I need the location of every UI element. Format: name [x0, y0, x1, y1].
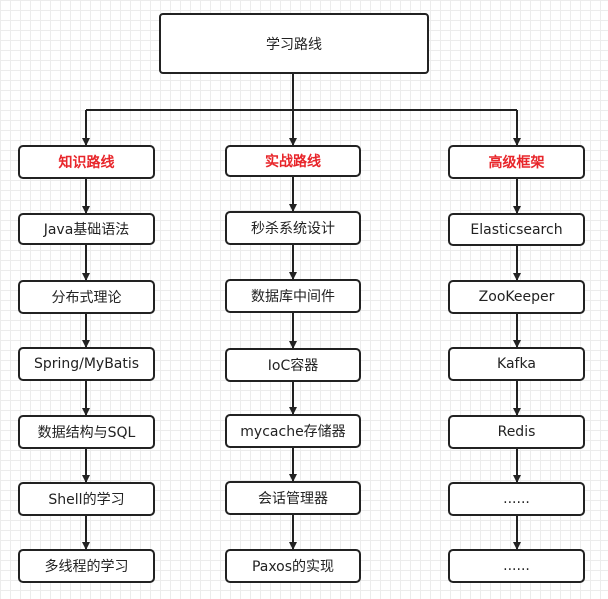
node-zookeeper: ZooKeeper — [448, 280, 585, 314]
column-header-knowledge: 知识路线 — [18, 145, 155, 179]
node-java-basics: Java基础语法 — [18, 213, 155, 245]
node-distributed-theory: 分布式理论 — [18, 280, 155, 314]
node-kafka: Kafka — [448, 347, 585, 381]
column-header-advanced: 高级框架 — [448, 145, 585, 179]
node-redis: Redis — [448, 415, 585, 449]
node-paxos: Paxos的实现 — [225, 549, 361, 583]
node-multithreading: 多线程的学习 — [18, 549, 155, 583]
node-db-middleware: 数据库中间件 — [225, 279, 361, 313]
node-mycache: mycache存储器 — [225, 414, 361, 448]
column-arrows — [82, 177, 521, 550]
node-session-manager: 会话管理器 — [225, 481, 361, 515]
diagram-title: 学习路线 — [159, 13, 429, 74]
node-spring-mybatis: Spring/MyBatis — [18, 347, 155, 381]
node-ellipsis-1: ...... — [448, 482, 585, 516]
node-shell: Shell的学习 — [18, 482, 155, 516]
node-ellipsis-2: ...... — [448, 549, 585, 583]
node-elasticsearch: Elasticsearch — [448, 213, 585, 246]
node-flash-sale-design: 秒杀系统设计 — [225, 211, 361, 245]
node-data-structures-sql: 数据结构与SQL — [18, 415, 155, 449]
node-ioc-container: IoC容器 — [225, 348, 361, 382]
column-header-practice: 实战路线 — [225, 145, 361, 177]
